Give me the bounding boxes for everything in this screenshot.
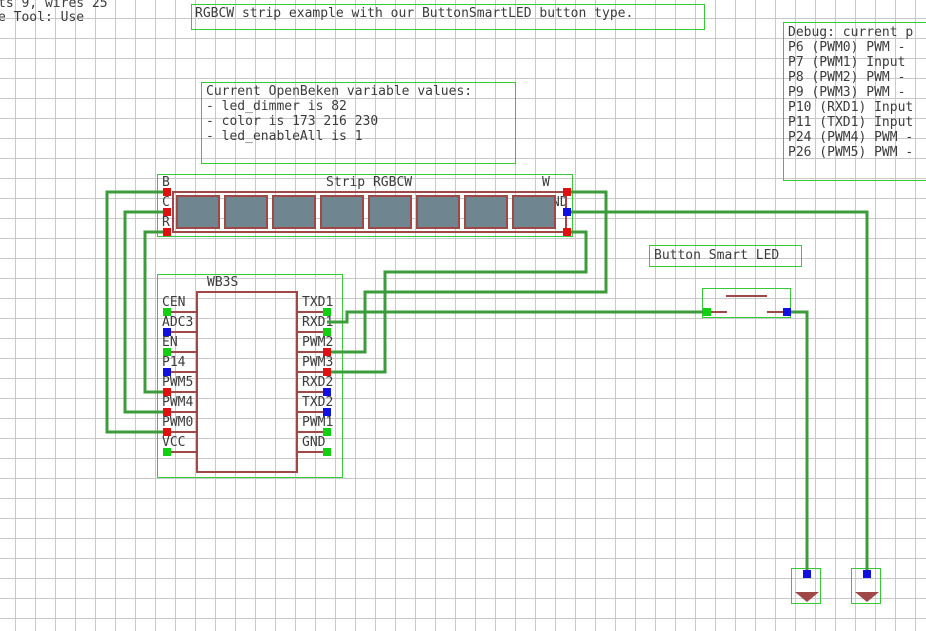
page-title: RGBCW strip example with our ButtonSmart… (195, 6, 634, 21)
strip-pin-gnd (563, 208, 571, 216)
component-bodies (172, 191, 787, 473)
wire (567, 210, 869, 574)
pins (163, 188, 871, 578)
chip-pin-label-right: PWM1 (302, 415, 334, 430)
button-label: Button Smart LED (654, 248, 780, 263)
debug-panel[interactable]: Debug: current p P6 (PWM0) PWM - P7 (PWM… (783, 22, 926, 181)
chip-pin-right (323, 408, 331, 416)
chip-name: WB3S (207, 275, 239, 290)
status-active-tool: e Tool: Use (0, 10, 85, 25)
chip-pin-left (163, 308, 171, 316)
strip-led (320, 195, 364, 229)
ground-symbol-1 (795, 592, 819, 602)
chip-pin-left (163, 448, 171, 456)
wire (327, 230, 588, 374)
strip-pin-c (163, 208, 171, 216)
variable-line: - color is 173 216 230 (206, 114, 379, 129)
chip-pin-label-right: RXD1 (302, 315, 334, 330)
chip-pin-left (163, 408, 171, 416)
variable-line: - led_enableAll is 1 (206, 129, 363, 144)
debug-line: P11 (TXD1) Input (788, 115, 914, 130)
chip-pin-left (163, 368, 171, 376)
chip-pin-right (323, 368, 331, 376)
chip-pin-label-right: PWM3 (302, 355, 334, 370)
strip-pin-w (563, 188, 571, 196)
chip-leads (167, 311, 327, 453)
ground-symbols (795, 592, 879, 602)
variables-panel[interactable]: Current OpenBeken variable values: - led… (201, 82, 516, 164)
wire (143, 230, 167, 394)
variables-header: Current OpenBeken variable values: (206, 84, 473, 99)
debug-line: P24 (PWM4) PWM - (788, 130, 914, 145)
strip-led (416, 195, 460, 229)
strip-led (224, 195, 268, 229)
chip-pin-left (163, 388, 171, 396)
button-pin-right (783, 308, 791, 316)
debug-line: P9 (PWM3) PWM - (788, 85, 906, 100)
strip-pin-extra (563, 228, 571, 236)
chip-pin-label-left: ADC3 (162, 315, 194, 330)
strip-led (176, 195, 220, 229)
debug-line: P10 (RXD1) Input (788, 100, 914, 115)
ground-symbol-2 (855, 592, 879, 602)
debug-line: P26 (PWM5) PWM - (788, 145, 914, 160)
wire (105, 190, 167, 434)
wire (787, 310, 809, 574)
chip-pin-label-left: PWM0 (162, 415, 194, 430)
strip-label: Strip RGBCW (326, 175, 413, 190)
strip-pin-r-label: R (162, 215, 170, 230)
strip-pin-r (163, 228, 171, 236)
chip-pin-right (323, 388, 331, 396)
debug-line: P7 (PWM1) Input (788, 55, 906, 70)
chip-pin-label-left: PWM5 (162, 375, 194, 390)
strip-led (464, 195, 508, 229)
chip-pin-label-right: TXD1 (302, 295, 334, 310)
strip-led (512, 195, 556, 229)
strip-pin-w-label: W (542, 175, 550, 190)
wires (105, 190, 869, 574)
chip-pin-label-right: RXD2 (302, 375, 334, 390)
chip-pin-right (323, 348, 331, 356)
ground-pin-1 (803, 570, 811, 578)
chip-pin-label-left: CEN (162, 295, 186, 310)
chip-pin-label-right: TXD2 (302, 395, 334, 410)
chip-pin-label-left: VCC (162, 435, 186, 450)
chip-pin-right (323, 328, 331, 336)
strip-leds (176, 195, 556, 229)
chip-body (196, 291, 298, 473)
button-smart-led[interactable] (702, 288, 791, 318)
chip-pin-label-right: PWM2 (302, 335, 334, 350)
chip-pin-right (323, 448, 331, 456)
chip-pin-label-left: P14 (162, 355, 186, 370)
chip-pin-label-left: PWM4 (162, 395, 194, 410)
chip-pin-label-right: GND (302, 435, 326, 450)
ground-pin-2 (863, 570, 871, 578)
chip-pin-left (163, 428, 171, 436)
chip-pin-right (323, 308, 331, 316)
debug-line: P6 (PWM0) PWM - (788, 40, 906, 55)
chip-pin-left (163, 328, 171, 336)
chip-pin-right (323, 428, 331, 436)
wb3s-chip[interactable]: WB3S CEN ADC3 EN P14 PWM5 PWM4 PWM0 VCC … (157, 274, 343, 478)
status-object-count: ts 9, wires 25 (0, 0, 108, 11)
chip-pin-label-left: EN (162, 335, 178, 350)
wire (327, 190, 608, 354)
strip-led (272, 195, 316, 229)
debug-header: Debug: current p (788, 25, 914, 40)
title-frame[interactable]: RGBCW strip example with our ButtonSmart… (191, 4, 705, 30)
chip-pin-left (163, 348, 171, 356)
strip-pin-b-label: B (162, 175, 170, 190)
button-label-frame[interactable]: Button Smart LED (649, 245, 802, 267)
wire (123, 210, 167, 414)
strip-pin-b (163, 188, 171, 196)
button-pin-left (703, 308, 711, 316)
strip-pin-c-label: C (162, 195, 170, 210)
debug-line: P8 (PWM2) PWM - (788, 70, 906, 85)
variable-line: - led_dimmer is 82 (206, 99, 347, 114)
wire (327, 310, 707, 324)
strip-led (368, 195, 412, 229)
